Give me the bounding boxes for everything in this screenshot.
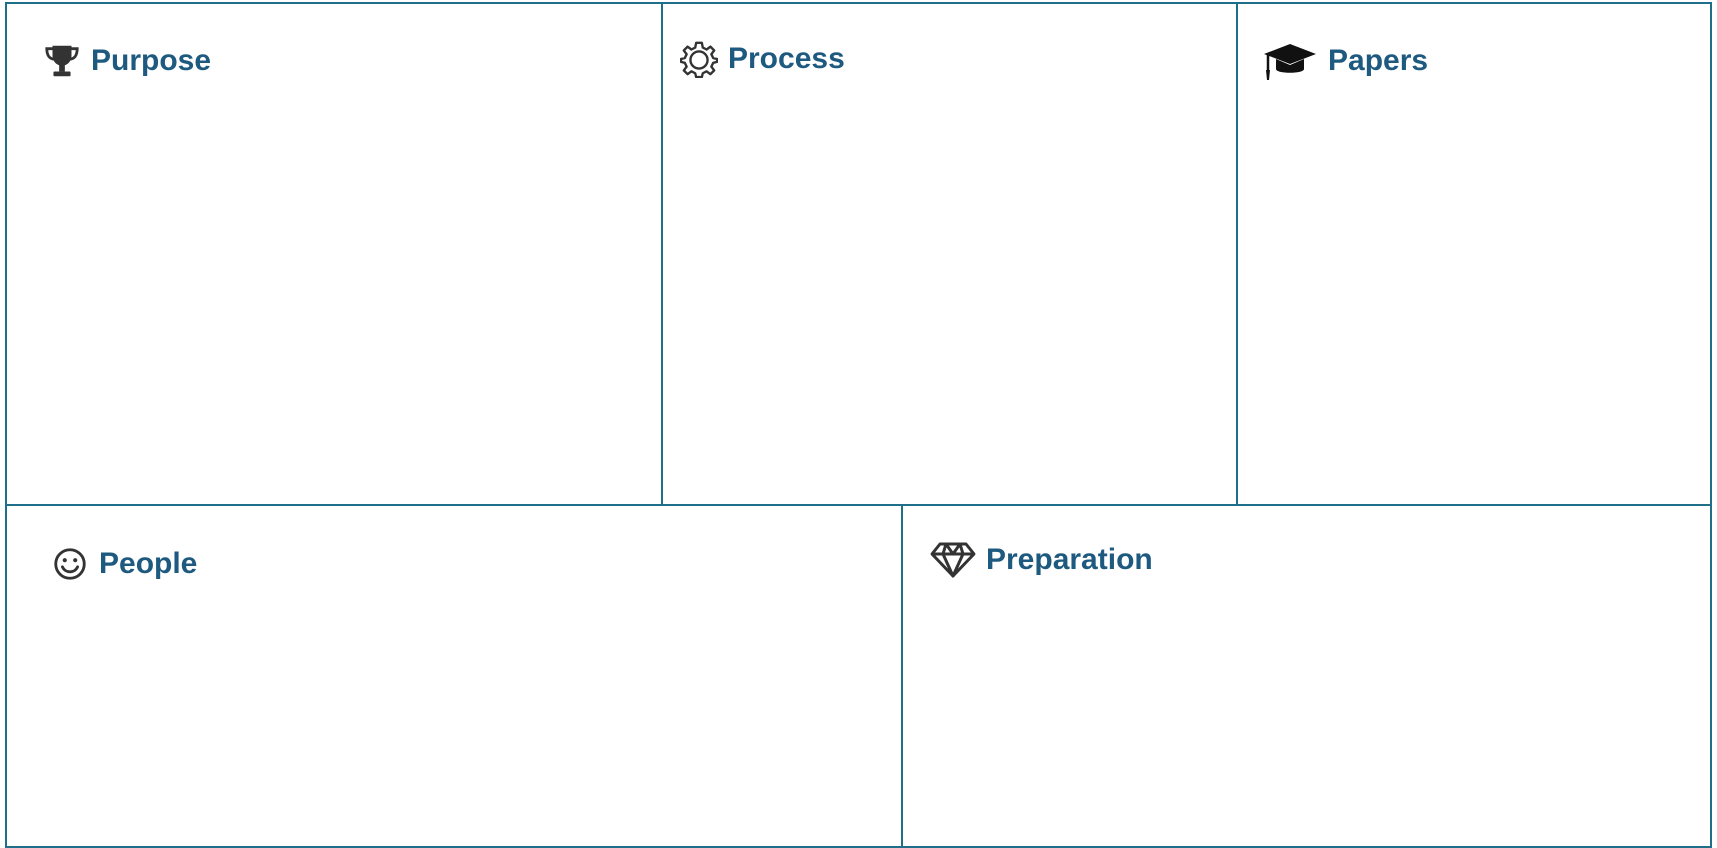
- section-title-purpose: Purpose: [91, 44, 212, 77]
- section-title-people: People: [99, 547, 198, 580]
- trophy-icon: [43, 42, 81, 80]
- section-header-papers: Papers: [1262, 40, 1428, 82]
- section-header-process: Process: [680, 40, 845, 78]
- section-header-purpose: Purpose: [43, 42, 211, 80]
- diamond-icon: [930, 541, 976, 579]
- section-title-papers: Papers: [1328, 44, 1429, 77]
- gear-icon: [680, 40, 718, 78]
- smiley-icon: [51, 545, 89, 583]
- section-header-people: People: [51, 545, 197, 583]
- section-process: Process: [661, 2, 1238, 506]
- section-papers: Papers: [1236, 2, 1712, 506]
- section-title-process: Process: [728, 42, 845, 75]
- section-header-preparation: Preparation: [930, 541, 1153, 579]
- section-purpose: Purpose: [5, 2, 663, 506]
- section-title-preparation: Preparation: [986, 543, 1153, 576]
- section-preparation: Preparation: [901, 504, 1712, 848]
- section-people: People: [5, 504, 903, 848]
- graduation-cap-icon: [1262, 40, 1318, 82]
